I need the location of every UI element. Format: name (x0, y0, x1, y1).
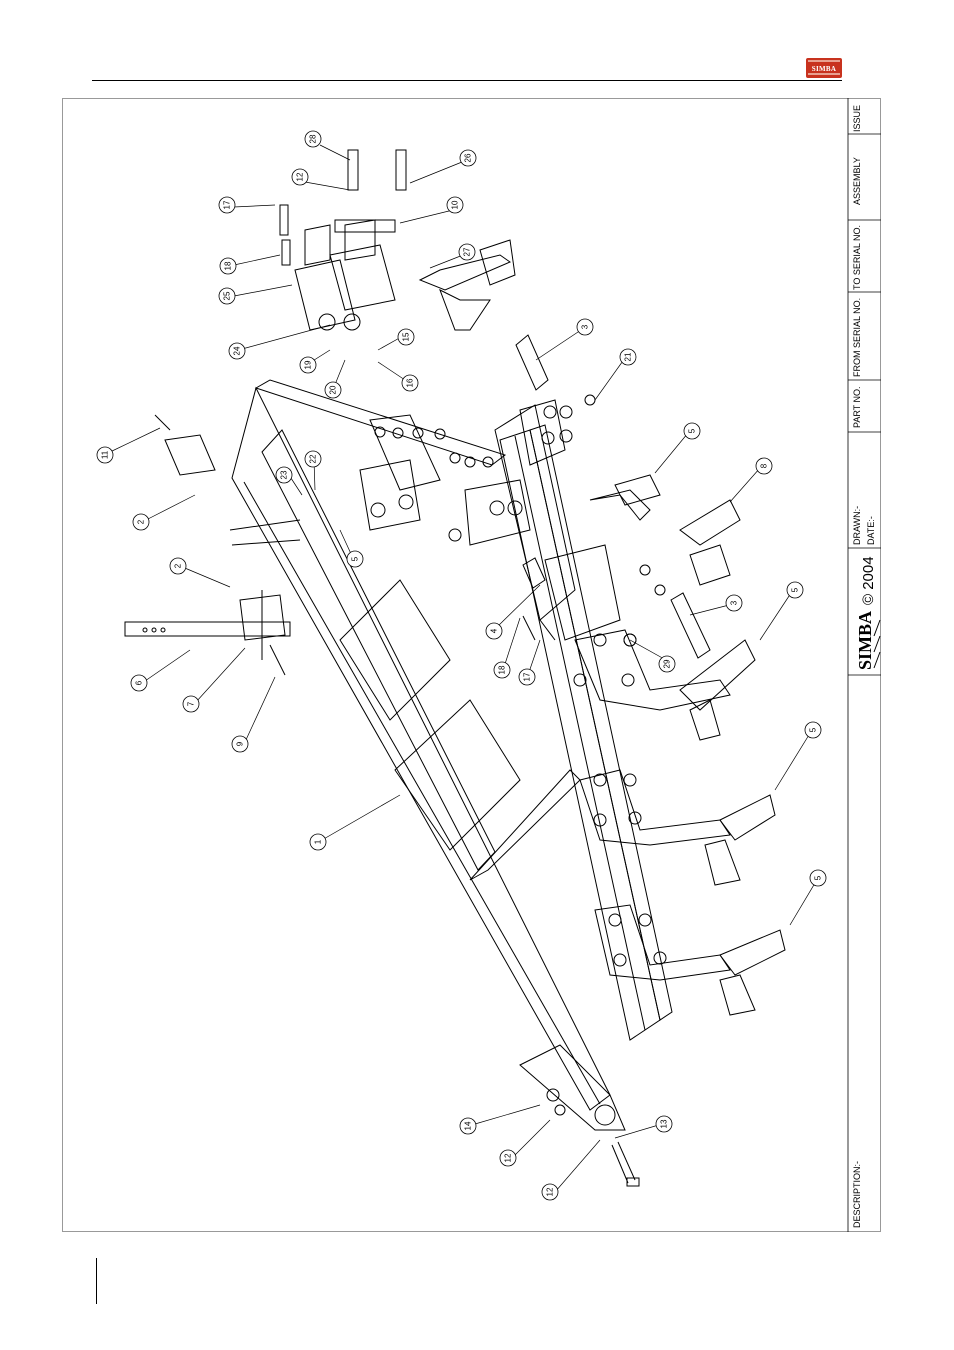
callout-bubble: 18 (220, 258, 236, 274)
callout-number: 1 (314, 839, 323, 844)
callout-bubble: 6 (131, 675, 147, 691)
callout-number: 5 (814, 875, 823, 880)
callout-number: 8 (760, 463, 769, 468)
callout-bubble: 11 (97, 447, 113, 463)
callout-bubble: 12 (500, 1150, 516, 1166)
callout-bubble: 19 (300, 357, 316, 373)
callout-bubble: 2 (133, 514, 149, 530)
callout-bubble: 25 (219, 288, 235, 304)
drawn-label: DRAWN:- (852, 506, 862, 545)
leg-clamp-detail (280, 150, 515, 330)
callout-number: 7 (187, 701, 196, 706)
callout-number: 3 (730, 600, 739, 605)
callout-bubble: 3 (726, 595, 742, 611)
footer-rule (96, 1258, 97, 1304)
callout-bubble: 5 (684, 423, 700, 439)
to-serial-label: TO SERIAL NO. (852, 225, 862, 290)
callout-bubble: 24 (229, 343, 245, 359)
callout-bubble: 4 (486, 623, 502, 639)
callout-number: 9 (236, 741, 245, 746)
callout-number: 29 (663, 659, 672, 668)
assembly-label: ASSEMBLY (852, 157, 862, 205)
callout-bubble: 5 (347, 551, 363, 567)
callout-number: 28 (309, 134, 318, 143)
callout-number: 18 (224, 261, 233, 270)
callout-number: 24 (233, 346, 242, 355)
callout-bubble: 13 (656, 1116, 672, 1132)
callout-number: 15 (402, 332, 411, 341)
callout-number: 17 (523, 672, 532, 681)
callout-bubble: 3 (577, 319, 593, 335)
title-brand: SIMBA (855, 611, 875, 670)
callout-number: 12 (504, 1153, 513, 1162)
callout-number: 12 (296, 172, 305, 181)
callout-bubble: 29 (659, 656, 675, 672)
callout-bubble: 22 (305, 451, 321, 467)
callout-bubble: 14 (460, 1118, 476, 1134)
callout-number: 5 (809, 727, 818, 732)
linkage-arms (125, 415, 300, 675)
callout-number: 25 (223, 291, 232, 300)
date-label: DATE:- (866, 516, 876, 545)
callout-bubble: 8 (756, 458, 772, 474)
callout-number: 5 (351, 556, 360, 561)
callout-bubble: 26 (460, 150, 476, 166)
callout-number: 4 (490, 628, 499, 633)
callout-bubble: 5 (805, 722, 821, 738)
callout-bubble: 12 (542, 1184, 558, 1200)
callout-number: 2 (174, 563, 183, 568)
callout-bubble: 5 (810, 870, 826, 886)
callout-number: 13 (660, 1119, 669, 1128)
callout-number: 12 (546, 1187, 555, 1196)
callout-number: 27 (463, 247, 472, 256)
callout-bubble: 15 (398, 329, 414, 345)
callout-bubble: 21 (620, 349, 636, 365)
callout-bubble: 5 (787, 582, 803, 598)
callouts (110, 145, 818, 1192)
part-no-label: PART NO. (852, 386, 862, 428)
callout-bubble: 27 (459, 244, 475, 260)
description-label: DESCRIPTION:- (852, 1161, 862, 1228)
callout-bubble: 1 (310, 834, 326, 850)
leg-brackets-front (360, 415, 493, 530)
tine-legs (574, 475, 785, 1015)
callout-number: 6 (135, 680, 144, 685)
callout-number: 18 (498, 665, 507, 674)
callout-bubble: 23 (276, 467, 292, 483)
callout-number: 11 (101, 450, 110, 459)
callout-bubble: 18 (494, 662, 510, 678)
callout-number: 19 (304, 360, 313, 369)
headstock (449, 400, 665, 640)
rear-bracket (520, 1045, 639, 1186)
callout-number: 3 (581, 324, 590, 329)
callout-bubble: 28 (305, 131, 321, 147)
callout-bubble: 7 (183, 696, 199, 712)
callout-bubble: 12 (292, 169, 308, 185)
callout-bubble: 10 (447, 197, 463, 213)
from-serial-label: FROM SERIAL NO. (852, 298, 862, 377)
callout-number: 2 (137, 519, 146, 524)
issue-label: ISSUE (852, 105, 862, 132)
callout-bubble: 17 (219, 197, 235, 213)
callout-number: 14 (464, 1121, 473, 1130)
callout-bubble: 2 (170, 558, 186, 574)
callout-bubble: 17 (519, 669, 535, 685)
callout-number: 23 (280, 470, 289, 479)
callout-number: 26 (464, 153, 473, 162)
callout-bubble: 9 (232, 736, 248, 752)
callout-number: 21 (624, 352, 633, 361)
callout-number: 5 (791, 587, 800, 592)
callout-bubble: 20 (325, 382, 341, 398)
callout-number: 22 (309, 454, 318, 463)
callout-number: 17 (223, 200, 232, 209)
callout-bubble: 16 (402, 375, 418, 391)
callout-number: 10 (451, 200, 460, 209)
callout-number: 20 (329, 385, 338, 394)
callout-number: 5 (688, 428, 697, 433)
title-copyright: © 2004 (860, 556, 877, 605)
callout-bubbles: 2826121710182725241915201632111523222852… (97, 131, 826, 1200)
callout-number: 16 (406, 378, 415, 387)
